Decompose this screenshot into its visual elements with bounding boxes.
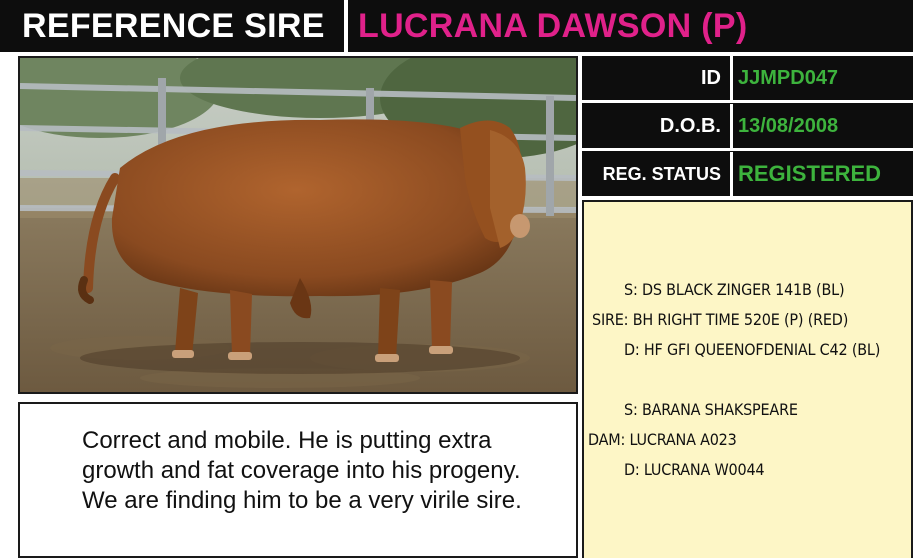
description-text: Correct and mobile. He is putting extra … <box>82 427 522 514</box>
id-row: ID JJMPD047 <box>582 56 913 100</box>
dob-row: D.O.B. 13/08/2008 <box>582 104 913 148</box>
sire-line: SIRE: BH RIGHT TIME 520E (P) (RED) <box>592 310 849 329</box>
reg-status-row: REG. STATUS REGISTERED <box>582 152 913 196</box>
reference-sire-label: REFERENCE SIRE <box>22 7 325 45</box>
dam-line: DAM: LUCRANA A023 <box>588 430 737 449</box>
sire-sire: S: DS BLACK ZINGER 141B (BL) <box>624 280 845 299</box>
id-label: ID <box>701 67 721 89</box>
info-table: ID JJMPD047 D.O.B. 13/08/2008 REG. STATU… <box>582 56 913 196</box>
row-separator <box>582 148 913 151</box>
dob-value: 13/08/2008 <box>738 115 839 137</box>
description-box: Correct and mobile. He is putting extra … <box>18 402 578 558</box>
pedigree-panel: S: DS BLACK ZINGER 141B (BL) SIRE: BH RI… <box>582 200 913 558</box>
dob-label: D.O.B. <box>659 115 721 137</box>
row-divider <box>730 104 733 148</box>
reg-status-value: REGISTERED <box>738 161 882 186</box>
row-separator <box>582 100 913 103</box>
dam-sire: S: BARANA SHAKSPEARE <box>624 400 798 419</box>
row-divider <box>730 56 733 100</box>
pedigree-border <box>911 200 913 558</box>
header-bar: REFERENCE SIRE LUCRANA DAWSON (P) <box>0 0 913 52</box>
dam-dam: D: LUCRANA W0044 <box>624 460 765 479</box>
bull-photo-illustration <box>20 58 576 392</box>
sire-name: LUCRANA DAWSON (P) <box>358 7 748 45</box>
reg-status-label: REG. STATUS <box>602 164 721 184</box>
row-divider <box>730 152 733 196</box>
bull-photo <box>18 56 578 394</box>
sire-dam: D: HF GFI QUEENOFDENIAL C42 (BL) <box>624 340 881 359</box>
id-value: JJMPD047 <box>738 67 839 89</box>
header-divider <box>344 0 348 52</box>
